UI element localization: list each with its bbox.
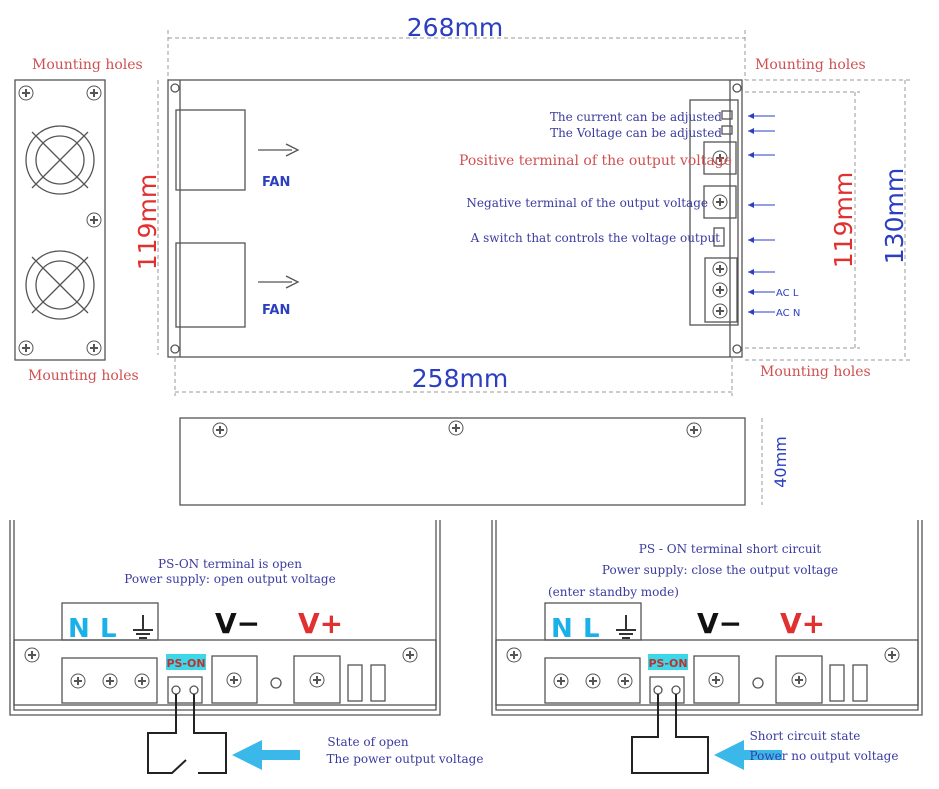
height-right-label: 119mm (829, 172, 858, 268)
ac-l-label: AC L (776, 288, 799, 299)
fan-label: FAN (262, 303, 290, 318)
fan-side-view (14, 79, 106, 361)
panel-open: PS-ON terminal is open Power supply: ope… (9, 520, 484, 774)
panel-short: PS - ON terminal short circuit Power sup… (491, 520, 923, 774)
negative-terminal-label: Negative terminal of the output voltage (466, 196, 708, 210)
positive-terminal-label: Positive terminal of the output voltage (459, 153, 732, 169)
open-state-1: State of open (327, 735, 408, 749)
n-label: N (551, 614, 573, 644)
l-label: L (100, 614, 117, 644)
ps-on-label: PS-ON (166, 657, 205, 670)
v-minus-label: V− (697, 607, 742, 640)
ps-on-label: PS-ON (648, 657, 687, 670)
arrow-icon (714, 740, 782, 770)
mounting-holes-label: Mounting holes (32, 57, 143, 73)
v-minus-label: V− (215, 607, 260, 640)
v-plus-label: V+ (780, 607, 825, 640)
width-top-label: 268mm (407, 13, 503, 42)
main-body-top-view (167, 79, 743, 358)
short-title-3: (enter standby mode) (548, 585, 679, 599)
switch-label: A switch that controls the voltage outpu… (470, 231, 721, 245)
height-left-label: 119mm (133, 174, 162, 270)
mounting-holes-label: Mounting holes (755, 57, 866, 73)
height-total-label: 130mm (880, 168, 909, 264)
open-title-1: PS-ON terminal is open (158, 557, 302, 571)
l-label: L (583, 614, 600, 644)
dimension-268: 268mm (167, 13, 746, 80)
short-state-1: Short circuit state (750, 729, 861, 743)
voltage-adjust-label: The Voltage can be adjusted (550, 126, 722, 140)
short-state-2: Power no output voltage (750, 749, 899, 763)
arrow-icon (232, 740, 300, 770)
fan-label: FAN (262, 175, 290, 190)
depth-label: 40mm (771, 436, 790, 488)
short-circuit-wire (631, 694, 709, 774)
open-title-2: Power supply: open output voltage (124, 572, 335, 586)
side-view: 40mm (179, 417, 790, 506)
short-title-1: PS - ON terminal short circuit (639, 542, 822, 556)
terminal-callouts: The current can be adjusted The Voltage … (459, 110, 800, 319)
width-bottom-label: 258mm (412, 364, 508, 393)
short-title-2: Power supply: close the output voltage (602, 563, 838, 577)
ac-n-label: AC N (776, 308, 800, 319)
open-switch-wire (147, 694, 227, 774)
n-label: N (68, 614, 90, 644)
mounting-holes-label: Mounting holes (28, 368, 139, 384)
open-state-2: The power output voltage (327, 752, 484, 766)
mounting-holes-label: Mounting holes (760, 364, 871, 380)
v-plus-label: V+ (298, 607, 343, 640)
current-adjust-label: The current can be adjusted (550, 110, 722, 124)
